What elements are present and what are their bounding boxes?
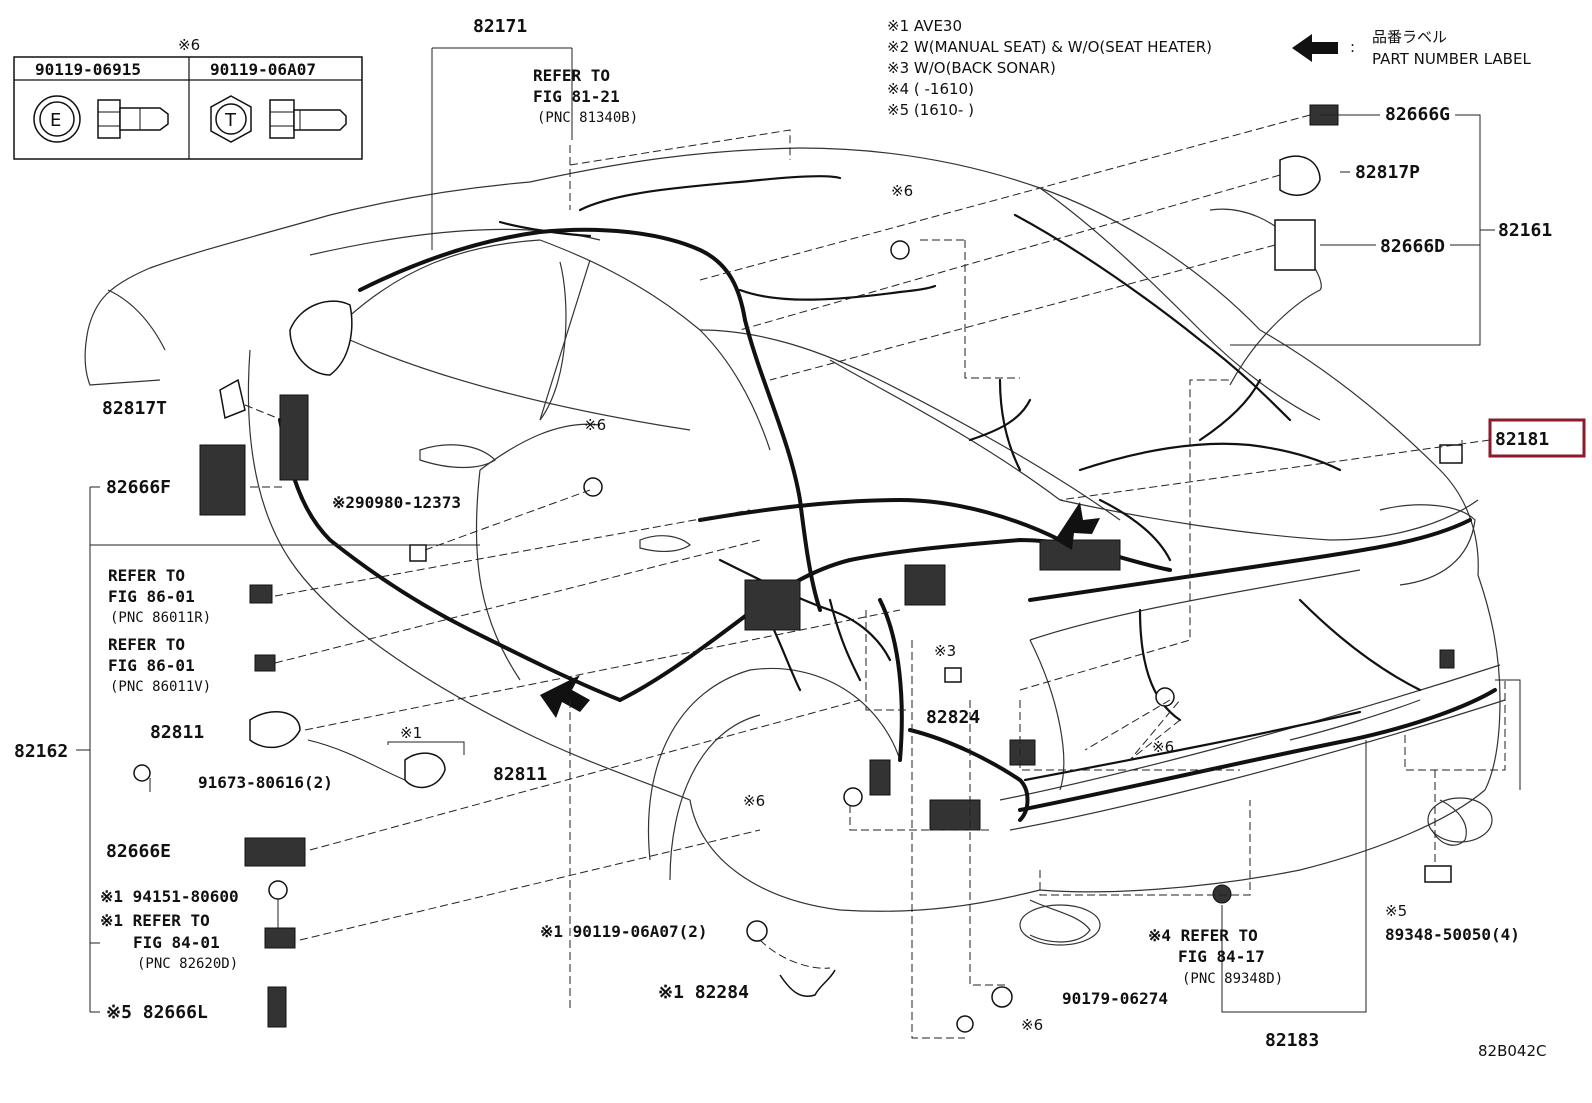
- block-82666d: [1274, 219, 1316, 271]
- block-82666e: [244, 837, 306, 867]
- bolt-6-right-icon: [1155, 687, 1175, 707]
- note-6-left: ※6: [743, 792, 765, 810]
- label-290980[interactable]: ※290980-12373: [332, 493, 461, 512]
- clip-89348: [1424, 865, 1452, 883]
- note-3: ※3: [934, 642, 956, 660]
- ref-8401-line1[interactable]: ※1 REFER TO: [100, 911, 210, 930]
- bolt-6-top-icon: [890, 240, 910, 260]
- note-6-mid: ※6: [584, 416, 606, 434]
- label-82811-a[interactable]: 82811: [150, 722, 204, 743]
- wire-82284: [779, 969, 836, 997]
- label-82666l[interactable]: ※5 82666L: [106, 1002, 208, 1023]
- nut-e-icon: E: [33, 95, 81, 143]
- bolt-6-bottom-icon: [956, 1015, 974, 1033]
- bolt-6-mid-icon: [583, 477, 603, 497]
- part-label-jp: 品番ラベル: [1372, 28, 1447, 46]
- connector-86011r: [249, 584, 273, 604]
- ref-8417-line2[interactable]: FIG 84-17: [1178, 947, 1265, 966]
- label-82162[interactable]: 82162: [14, 741, 68, 762]
- label-90119[interactable]: ※1 90119-06A07(2): [540, 922, 708, 941]
- fastener-part-2: 90119-06A07: [210, 60, 316, 79]
- label-82824[interactable]: 82824: [926, 707, 980, 728]
- ref-8601a-line1[interactable]: REFER TO: [108, 566, 185, 585]
- ref-8121-line1[interactable]: REFER TO: [533, 66, 610, 85]
- grommet-94151: [268, 880, 288, 900]
- ref-8401-line2[interactable]: FIG 84-01: [133, 933, 220, 952]
- highlight-box: [1488, 418, 1586, 458]
- label-82817p[interactable]: 82817P: [1355, 162, 1420, 183]
- note-1-a: ※1: [400, 724, 422, 742]
- fastener-part-1: 90119-06915: [35, 60, 141, 79]
- ref-8601a-line2[interactable]: FIG 86-01: [108, 587, 195, 606]
- fastener-table-note: ※6: [178, 36, 200, 54]
- bolt-t-side-icon: [269, 99, 347, 139]
- grommet-89348d: [1212, 884, 1232, 904]
- clip-82817t: [219, 378, 246, 420]
- legend-note-1: ※1 AVE30: [887, 17, 962, 35]
- label-82183[interactable]: 82183: [1265, 1030, 1319, 1051]
- bolt-91673-icon: [133, 764, 151, 782]
- ref-8417-line3: (PNC 89348D): [1182, 971, 1283, 987]
- label-82817t[interactable]: 82817T: [102, 398, 167, 419]
- block-82666l: [267, 986, 287, 1028]
- label-82181[interactable]: 82181: [1495, 429, 1549, 450]
- label-82171[interactable]: 82171: [473, 16, 527, 37]
- ref-8417-line1[interactable]: ※4 REFER TO: [1148, 926, 1258, 945]
- label-82666f[interactable]: 82666F: [106, 477, 171, 498]
- ref-8121-line3: (PNC 81340B): [537, 110, 638, 126]
- nut-90179-icon: [991, 986, 1013, 1008]
- legend-note-2: ※2 W(MANUAL SEAT) & W/O(SEAT HEATER): [887, 38, 1212, 56]
- wire-harness: [133, 104, 1497, 1033]
- ref-8601b-line1[interactable]: REFER TO: [108, 635, 185, 654]
- label-89348[interactable]: 89348-50050(4): [1385, 925, 1520, 944]
- callout-labels: 82171 REFER TO FIG 81-21 (PNC 81340B) 82…: [14, 16, 1586, 1060]
- sensor-82824-icon: [944, 667, 962, 683]
- label-82666e[interactable]: 82666E: [106, 841, 171, 862]
- note-6-bottom: ※6: [1021, 1016, 1043, 1034]
- svg-text:T: T: [224, 110, 237, 131]
- label-82666g[interactable]: 82666G: [1385, 104, 1450, 125]
- leader-lines: [76, 47, 1521, 1039]
- svg-text:E: E: [50, 110, 61, 131]
- label-94151[interactable]: ※1 94151-80600: [100, 887, 239, 906]
- clip-82817p: [1279, 155, 1321, 196]
- ref-8601b-line3: (PNC 86011V): [110, 679, 211, 695]
- part-label-en: PART NUMBER LABEL: [1372, 50, 1531, 68]
- label-91673[interactable]: 91673-80616(2): [198, 773, 333, 792]
- clip-82620d: [264, 927, 296, 949]
- ref-8121-line2[interactable]: FIG 81-21: [533, 87, 620, 106]
- connector-86011v: [254, 654, 276, 672]
- legend: ※1 AVE30 ※2 W(MANUAL SEAT) & W/O(SEAT HE…: [887, 17, 1531, 119]
- svg-text::: :: [1350, 38, 1355, 56]
- label-82666d[interactable]: 82666D: [1380, 236, 1445, 257]
- connector-82181: [1439, 444, 1463, 464]
- nut-t-icon: T: [210, 95, 252, 143]
- label-82284[interactable]: ※1 82284: [658, 982, 749, 1003]
- note-6-top: ※6: [891, 182, 913, 200]
- part-label-arrow-icon: [1292, 34, 1338, 62]
- legend-note-3: ※3 W/O(BACK SONAR): [887, 59, 1056, 77]
- note-6-right: ※6: [1152, 738, 1174, 756]
- harness-arrow-left-icon: [540, 675, 590, 718]
- figure-code: 82B042C: [1478, 1042, 1546, 1060]
- label-82161[interactable]: 82161: [1498, 220, 1552, 241]
- label-90179[interactable]: 90179-06274: [1062, 989, 1168, 1008]
- bolt-90119-icon: [746, 920, 768, 942]
- fastener-table: ※6 90119-06915 90119-06A07 E T: [13, 36, 363, 160]
- legend-note-4: ※4 ( -1610): [887, 80, 974, 98]
- clip-290980-icon: [409, 544, 427, 562]
- ref-8401-line3: (PNC 82620D): [137, 956, 238, 972]
- bracket-82811b: [404, 752, 446, 789]
- legend-note-5: ※5 (1610- ): [887, 101, 974, 119]
- bracket-82811a: [249, 711, 301, 749]
- note-5: ※5: [1385, 902, 1407, 920]
- bolt-6-left-icon: [843, 787, 863, 807]
- label-82811-b[interactable]: 82811: [493, 764, 547, 785]
- ref-8601a-line3: (PNC 86011R): [110, 610, 211, 626]
- harness-arrow-right-icon: [1055, 502, 1100, 550]
- ref-8601b-line2[interactable]: FIG 86-01: [108, 656, 195, 675]
- bolt-e-side-icon: [97, 99, 169, 139]
